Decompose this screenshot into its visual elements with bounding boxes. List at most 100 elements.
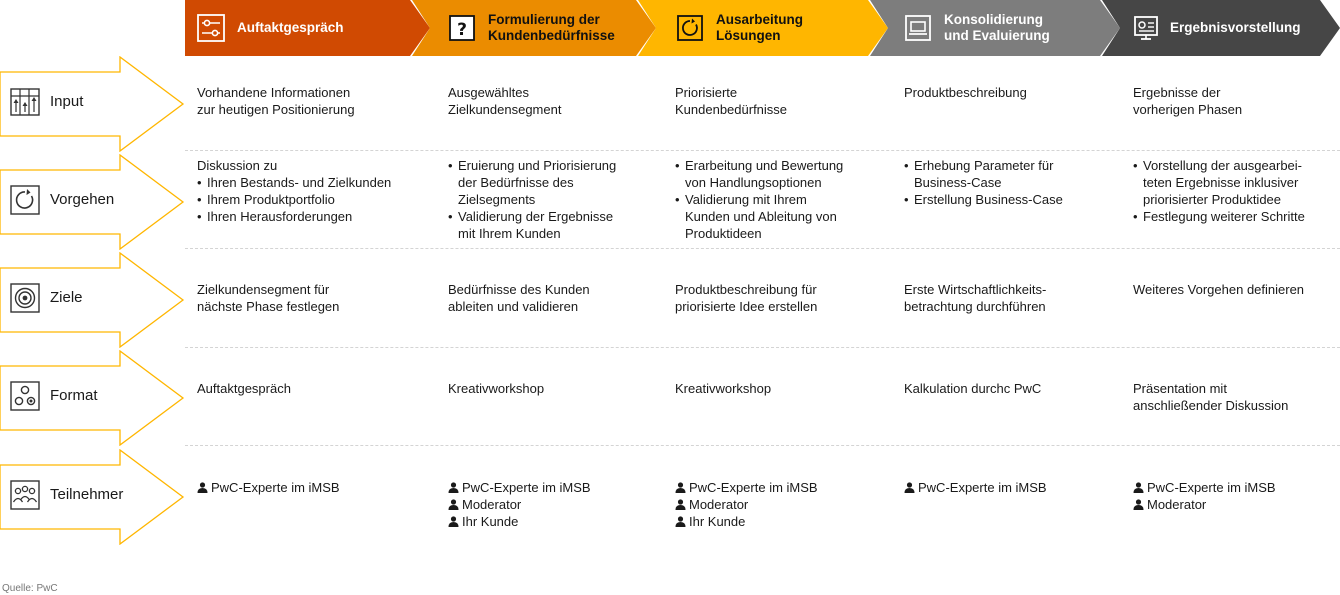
question-icon: ? [448,14,476,42]
row-divider [185,248,1340,249]
bullet-item: • Festlegung weiterer Schritte [1133,208,1305,225]
cell-input-4: Produktbeschreibung [904,84,1027,101]
cell-vorgehen-5: • Vorstellung der ausgearbei-teten Ergebn… [1133,157,1305,225]
participant-name: Moderator [462,497,522,512]
cell-text-line: Priorisierte [675,85,738,100]
bullet-dot: • [904,158,909,173]
cycle-icon [10,185,40,215]
cell-ziele-2: Bedürfnisse des Kunden ableiten und valid… [448,281,590,315]
bullet-text-continued: Produktideen [685,226,762,241]
participant: PwC-Experte im iMSB [197,479,340,496]
bullet-text: Ihren Bestands- und Zielkunden [207,175,392,190]
cell-text-line: Kundenbedürfnisse [675,102,788,117]
sliders-icon [197,14,225,42]
bullet-text: Ihrem Produktportfolio [207,192,335,207]
participant-name: PwC-Experte im iMSB [689,480,818,495]
cell-text-line: Produktbeschreibung für [675,282,817,297]
bullet-dot: • [904,192,909,207]
bullet-text: Ihren Herausforderungen [207,209,353,224]
source-note: Quelle: PwC [2,583,58,594]
participant: Ihr Kunde [448,513,591,530]
phase-2-chevron [412,0,656,56]
cell-text-line: anschließender Diskussion [1133,398,1289,413]
row-teilnehmer: Teilnehmer [0,449,185,545]
bullet-dot: • [448,158,453,173]
cell-vorgehen-1: Diskussion zu•Ihren Bestands- und Zielku… [197,157,391,225]
cell-ziele-5: Weiteres Vorgehen definieren [1133,281,1304,298]
phase-4-chevron [870,0,1120,56]
row-vorgehen: Vorgehen [0,154,185,250]
row-input: Input [0,56,185,152]
row-arrow-outline [0,56,185,152]
person-icon [197,482,208,493]
participant-name: PwC-Experte im iMSB [211,480,340,495]
bullet-text-continued: teten Ergebnisse inklusiver [1143,175,1299,190]
row-label-format: Format [50,387,98,404]
cycle-icon [676,14,704,42]
participant: Ihr Kunde [675,513,818,530]
phase-1-label: Auftaktgespräch [237,20,344,35]
people-icon [10,480,40,510]
row-label-vorgehen: Vorgehen [50,191,115,208]
phase-5: Ergebnisvorstellung [1102,0,1340,56]
bullet-text: Validierung der Ergebnisse [458,209,614,224]
cell-text-line: Auftaktgespräch [197,381,291,396]
bullet-item: • Erhebung Parameter für [904,157,1063,174]
cell-text-line: Bedürfnisse des Kunden [448,282,590,297]
row-divider [185,347,1340,348]
cell-text-line: zur heutigen Positionierung [197,102,355,117]
bullet-dot: • [448,209,453,224]
laptop-icon [904,14,932,42]
cell-text-line: Kreativworkshop [448,381,545,396]
bullet-item: •Erstellung Business-Case [904,191,1063,208]
bullet-item: • Vorstellung der ausgearbei- [1133,157,1305,174]
bullet-text-continued: Kunden und Ableitung von [685,209,837,224]
cell-text-line: ableiten und validieren [448,299,579,314]
cell-text-line: Zielkundensegment für [197,282,330,297]
person-icon [448,516,459,527]
person-icon [1133,499,1144,510]
cell-ziele-1: Zielkundensegment für nächste Phase festl… [197,281,339,315]
bullet-text: Vorstellung der ausgearbei- [1143,158,1302,173]
person-icon [448,499,459,510]
bullet-text-continued: priorisierter Produktidee [1143,192,1282,207]
bullet-dot: • [1133,209,1138,224]
phase-2: ? Formulierung der Kundenbedürfnisse [412,0,656,56]
bullet-item: • Validierung der Ergebnisse [448,208,616,225]
bullet-text: Validierung mit Ihrem [685,192,807,207]
bullet-item: •Eruierung und Priorisierung [448,157,616,174]
cell-text-line: Produktbeschreibung [904,85,1027,100]
bullet-item: •Ihren Bestands- und Zielkunden [197,174,391,191]
person-icon [675,482,686,493]
row-ziele: Ziele [0,252,185,348]
participant-name: Ihr Kunde [689,514,746,529]
person-icon [675,516,686,527]
cell-text-line: priorisierte Idee erstellen [675,299,818,314]
participant: Moderator [675,496,818,513]
bullet-text: Festlegung weiterer Schritte [1143,209,1305,224]
phase-3-label: Ausarbeitung Lösungen [716,12,804,43]
phase-4: Konsolidierung und Evaluierung [870,0,1120,56]
cell-text-line: betrachtung durchführen [904,299,1046,314]
participant-name: Ihr Kunde [462,514,519,529]
cell-text-line: nächste Phase festlegen [197,299,340,314]
cell-text-line: Erste Wirtschaftlichkeits- [904,282,1047,297]
bullet-item: •Ihrem Produktportfolio [197,191,391,208]
phase-4-label: Konsolidierung und Evaluierung [944,12,1050,43]
bullet-dot: • [1133,158,1138,173]
cell-ziele-4: Erste Wirtschaftlichkeits-betrachtung du… [904,281,1046,315]
presentation-icon [1132,14,1160,42]
cell-text-line: Zielkundensegment [448,102,562,117]
participant: Moderator [1133,496,1276,513]
bullet-text-continued: Business-Case [914,175,1002,190]
row-arrow-outline [0,449,185,545]
person-icon [675,499,686,510]
cell-text-line: vorherigen Phasen [1133,102,1243,117]
bullet-text: Erhebung Parameter für [914,158,1054,173]
bullet-text-continued: von Handlungsoptionen [685,175,822,190]
